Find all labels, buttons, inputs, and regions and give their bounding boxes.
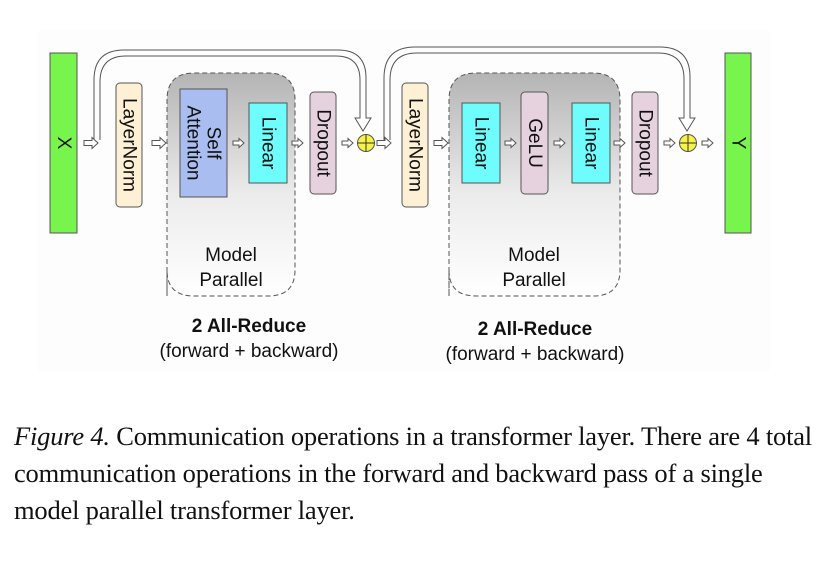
figure-caption-text: Communication operations in a transforme… (14, 421, 812, 525)
model-parallel-2-label-line2: Parallel (502, 270, 565, 291)
self-attention-label-line1: Self (203, 127, 224, 160)
comm-2-title: 2 All-Reduce (478, 319, 592, 340)
layernorm-2-label: LayerNorm (405, 98, 426, 192)
figure-caption: Figure 4. Communication operations in a … (14, 418, 814, 529)
layernorm-2-box (401, 82, 429, 208)
gelu-box (520, 91, 549, 195)
figure-caption-label: Figure 4. (14, 421, 110, 451)
linear-3-label: Linear (581, 117, 602, 170)
linear-1-box (248, 102, 288, 184)
comm-2-subtitle: (forward + backward) (446, 344, 625, 365)
dropout-2-box (631, 91, 659, 195)
linear-3-box (571, 102, 611, 184)
output-y-box (724, 52, 752, 234)
dropout-2-label: Dropout (635, 109, 656, 177)
layernorm-1-label: LayerNorm (119, 98, 140, 192)
add-icon-1 (357, 134, 375, 152)
output-y-label: Y (728, 137, 749, 150)
linear-1-label: Linear (258, 117, 279, 170)
add-icon-2 (679, 134, 697, 152)
linear-2-label: Linear (471, 117, 492, 170)
linear-2-box (461, 102, 501, 184)
input-x-label: X (53, 137, 74, 150)
comm-1-subtitle: (forward + backward) (160, 341, 339, 362)
self-attention-box (179, 88, 228, 198)
residual-connection-2 (383, 46, 691, 142)
model-parallel-1-label-line1: Model (205, 245, 257, 266)
model-parallel-2-label-line1: Model (508, 245, 560, 266)
layernorm-1-box (115, 82, 143, 208)
transformer-layer-diagram: X LayerNorm Self Attention Linear Dropou… (49, 46, 752, 365)
input-x-box (49, 52, 78, 234)
gelu-label: GeLU (524, 118, 545, 168)
comm-1-title: 2 All-Reduce (192, 316, 306, 337)
model-parallel-1-label-line2: Parallel (199, 270, 262, 291)
dropout-1-label: Dropout (313, 109, 334, 177)
dropout-1-box (309, 91, 337, 195)
self-attention-label-line2: Attention (183, 106, 204, 181)
